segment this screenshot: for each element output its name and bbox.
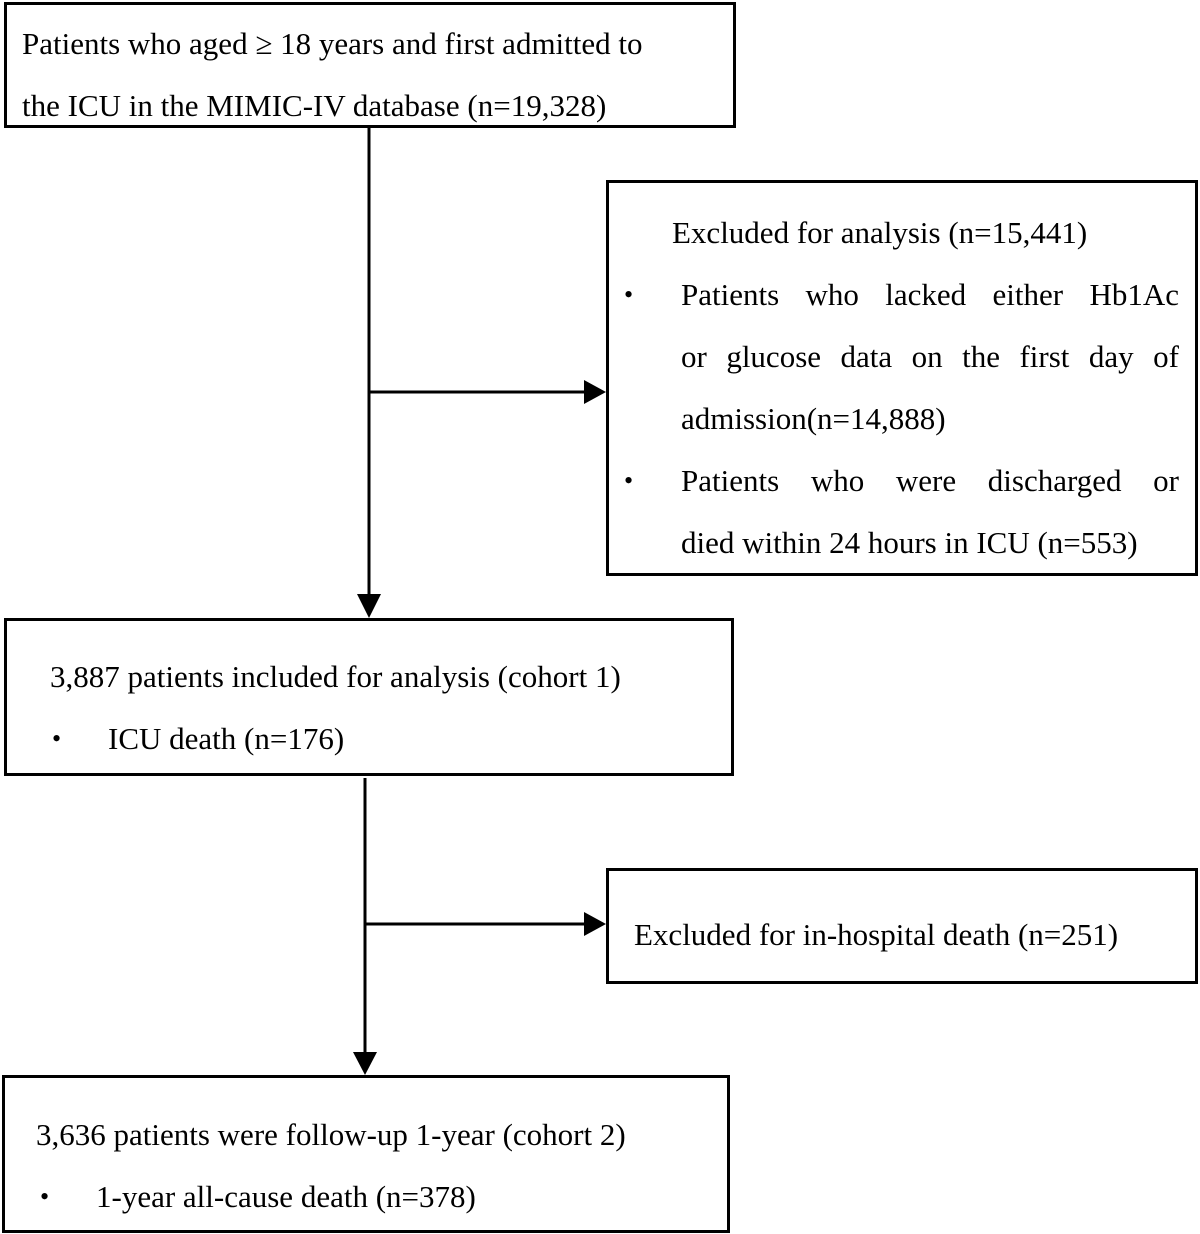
box-excluded-for-analysis [606,180,1198,576]
excluded-item-2-bullet: • [624,466,634,495]
arrowhead-cohort-1 [357,594,381,618]
initial-population-line-1: Patients who aged ≥ 18 years and first a… [22,26,643,61]
arrowhead-excluded-in-hospital-death [584,912,606,936]
box-cohort-1 [4,618,734,776]
initial-population-line-2: the ICU in the MIMIC-IV database (n=19,3… [22,88,607,123]
excluded-item-1-line-2: or glucose data on the first day of [681,339,1179,374]
arrowhead-excluded-for-analysis [584,380,606,404]
cohort-2-heading: 3,636 patients were follow-up 1-year (co… [36,1117,626,1152]
box-excluded-in-hospital-death [606,868,1198,984]
arrowhead-cohort-2 [353,1052,377,1075]
excluded-item-1-line-1: Patients who lacked either Hb1Ac [681,277,1179,312]
excluded-item-1-bullet: • [624,280,634,309]
excluded-item-2-line-1: Patients who were discharged or [681,463,1179,498]
excluded-item-1-line-3: admission(n=14,888) [681,401,946,436]
cohort-1-item-bullet: • [52,724,62,753]
cohort-2-item-bullet: • [40,1182,50,1211]
excluded-for-analysis-heading: Excluded for analysis (n=15,441) [672,215,1088,250]
excluded-item-2-line-2: died within 24 hours in ICU (n=553) [681,525,1138,560]
box-initial-population [4,2,736,128]
excluded-in-hospital-death-text: Excluded for in-hospital death (n=251) [634,917,1119,952]
cohort-1-item-icu-death: ICU death (n=176) [108,721,345,756]
cohort-1-heading: 3,887 patients included for analysis (co… [50,659,621,694]
box-cohort-2 [2,1075,730,1233]
cohort-2-item-1-year-death: 1-year all-cause death (n=378) [96,1179,476,1214]
